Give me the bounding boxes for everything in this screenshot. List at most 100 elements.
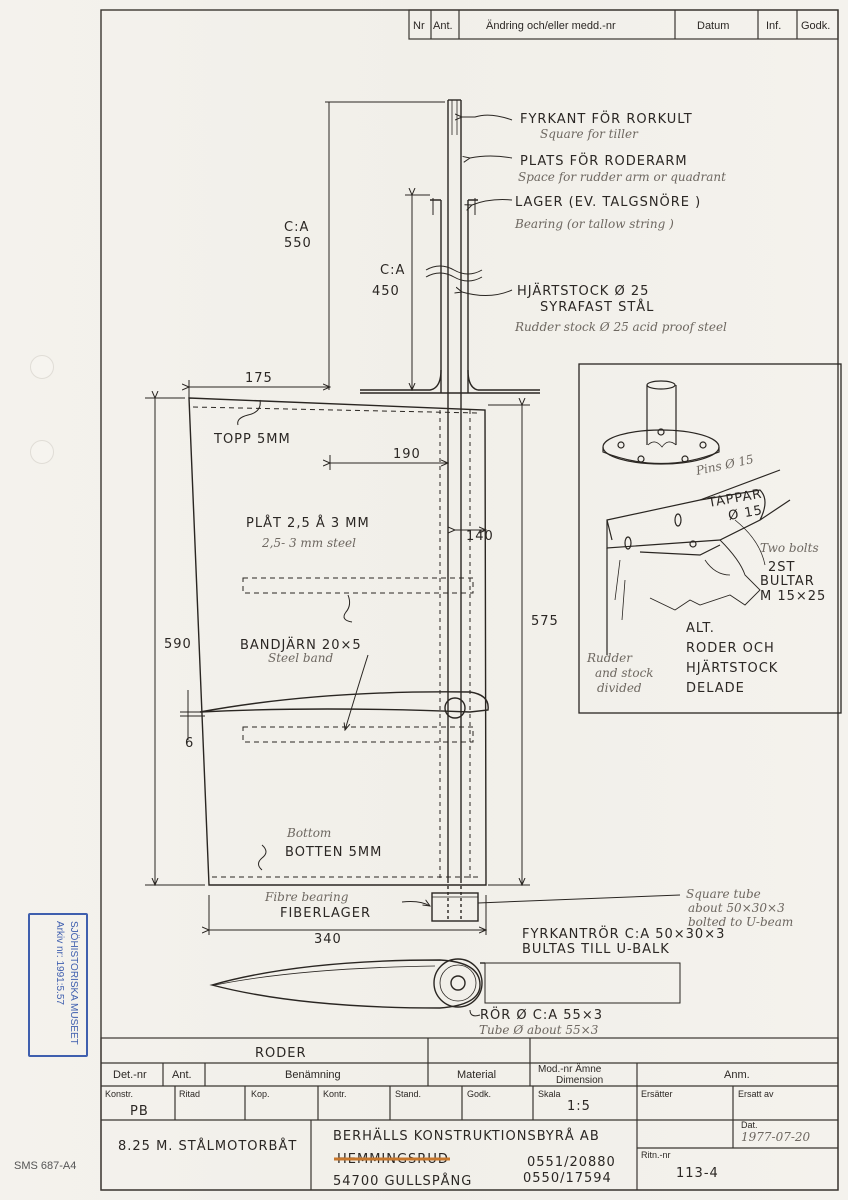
stamp-line-1: SJÖHISTORISKA MUSEET [68,921,79,1045]
tb-ritad: Ritad [179,1089,200,1099]
label-plat: PLÅT 2,5 Å 3 MM [246,515,370,531]
label-plats: PLATS FÖR RODERARM [520,152,688,169]
inset-delade: DELADE [686,681,745,696]
rudder-blade [188,397,489,886]
rudder-stock [360,99,540,922]
dim-ca450-a: C:A [380,263,405,278]
inset-rudder-en-3: divided [597,681,642,695]
form-number: SMS 687-A4 [14,1160,77,1172]
label-fyrkantror: FYRKANTRÖR C:A 50×30×3 [522,925,725,942]
label-syrafast: SYRAFAST STÅL [540,299,654,315]
section-view [209,958,681,1009]
tb-ritn-label: Ritn.-nr [641,1150,671,1160]
inset-tappar-dia: Ø 15 [727,503,764,524]
inset-rudder-en-2: and stock [595,666,654,680]
label-square-tube-en-1: Square tube [686,887,761,901]
label-square-tube-en-2: about 50×30×3 [688,901,785,915]
tb-header-modnr: Mod.-nr Ämne [538,1063,602,1075]
dim-340: 340 [314,932,342,947]
tb-dat-value: 1977-07-20 [741,1130,811,1144]
rev-header-datum: Datum [697,20,729,32]
tb-ersatter: Ersätter [641,1089,673,1099]
label-hjartstock-en: Rudder stock Ø 25 acid proof steel [514,320,727,334]
rev-header-andring: Ändring och/eller medd.-nr [486,20,616,32]
label-lager-en: Bearing (or tallow string ) [514,217,674,231]
label-bandjarn-en: Steel band [268,651,333,665]
rev-header-nr: Nr [413,20,425,32]
sheet-frame [100,9,839,1191]
inset-2st: 2ST [768,560,795,575]
tb-kop: Kop. [251,1089,270,1099]
rev-header-inf: Inf. [766,20,781,32]
tb-phone-1: 0551/20880 [527,1155,616,1170]
dim-140: 140 [466,529,494,544]
dimension-lines [145,101,530,935]
leader-lines [237,115,681,1017]
label-bultas: BULTAS TILL U-BALK [522,942,670,957]
tb-ritn-value: 113-4 [676,1166,719,1181]
rev-header-ant: Ant. [433,20,453,32]
dim-ca450-b: 450 [372,284,400,299]
label-plat-en: 2,5- 3 mm steel [261,536,356,550]
label-topp: TOPP 5MM [213,432,291,447]
label-bottom-en: Bottom [286,826,331,840]
archive-stamp: SJÖHISTORISKA MUSEET Arkiv nr: 1991:5.57 [28,913,88,1057]
label-fiberlager: FIBERLAGER [280,906,371,921]
punch-hole [30,440,54,464]
tb-kontr: Kontr. [323,1089,347,1099]
label-plats-en: Space for rudder arm or quadrant [518,170,726,184]
inset-m: M 15×25 [760,589,826,604]
tb-header-dimension: Dimension [556,1075,603,1086]
tb-ersatt-av: Ersatt av [738,1089,774,1099]
inset-pins-en: Pins Ø 15 [694,452,755,478]
punch-hole [30,355,54,379]
label-fyrkant-en: Square for tiller [540,127,639,141]
tb-konstr-value: PB [130,1104,149,1119]
dim-6: 6 [185,736,194,751]
stamp-line-2: Arkiv nr: 1991:5.57 [54,921,65,1005]
tb-godk: Godk. [467,1089,491,1099]
label-square-tube-en-3: bolted to U-beam [688,915,793,929]
tb-header-detnr: Det.-nr [113,1069,147,1081]
label-lager: LAGER (EV. TALGSNÖRE ) [515,193,701,210]
label-botten: BOTTEN 5MM [285,845,382,860]
tb-stand: Stand. [395,1089,421,1099]
alternative-detail-box [578,363,842,714]
inset-bultar: BULTAR [760,574,815,589]
tb-konstr: Konstr. [105,1089,133,1099]
rev-header-godk: Godk. [801,20,830,32]
inset-rudder-en-1: Rudder [586,651,633,665]
label-fibre-en: Fibre bearing [264,890,349,904]
revision-table [408,9,839,40]
tb-header-anm: Anm. [724,1069,750,1081]
dim-190: 190 [393,447,421,462]
dim-ca550-b: 550 [284,236,312,251]
tb-header-ant: Ant. [172,1069,192,1081]
tb-header-benamning: Benämning [285,1069,341,1081]
tb-skala-value: 1:5 [567,1099,591,1114]
inset-roder-och: RODER OCH [686,641,775,656]
inset-two-bolts-en: Two bolts [760,541,819,555]
title-name-value: RODER [255,1046,307,1061]
label-hjartstock: HJÄRTSTOCK Ø 25 [517,283,649,299]
tb-phone-2: 0550/17594 [523,1171,612,1186]
label-tube-en: Tube Ø about 55×3 [479,1023,599,1037]
tb-header-material: Material [457,1069,496,1081]
inset-alt: ALT. [686,621,715,636]
tb-company: BERHÄLLS KONSTRUKTIONSBYRÅ AB [333,1128,600,1144]
label-fyrkant: FYRKANT FÖR RORKULT [520,110,693,127]
tb-dat-label: Dat. [741,1120,758,1130]
inset-hjartstock: HJÄRTSTOCK [686,660,778,676]
archive-stamp-text: SJÖHISTORISKA MUSEET Arkiv nr: 1991:5.57 [30,915,86,1055]
tb-skala: Skala [538,1089,561,1099]
dim-ca550-a: C:A [284,220,309,235]
dim-590: 590 [164,637,192,652]
label-bandjarn: BANDJÄRN 20×5 [240,637,362,653]
dim-575: 575 [531,614,559,629]
title-block [100,1037,839,1191]
tb-town: 54700 GULLSPÅNG [333,1173,472,1189]
dim-175: 175 [245,371,273,386]
tb-project: 8.25 M. STÅLMOTORBÅT [118,1138,297,1154]
